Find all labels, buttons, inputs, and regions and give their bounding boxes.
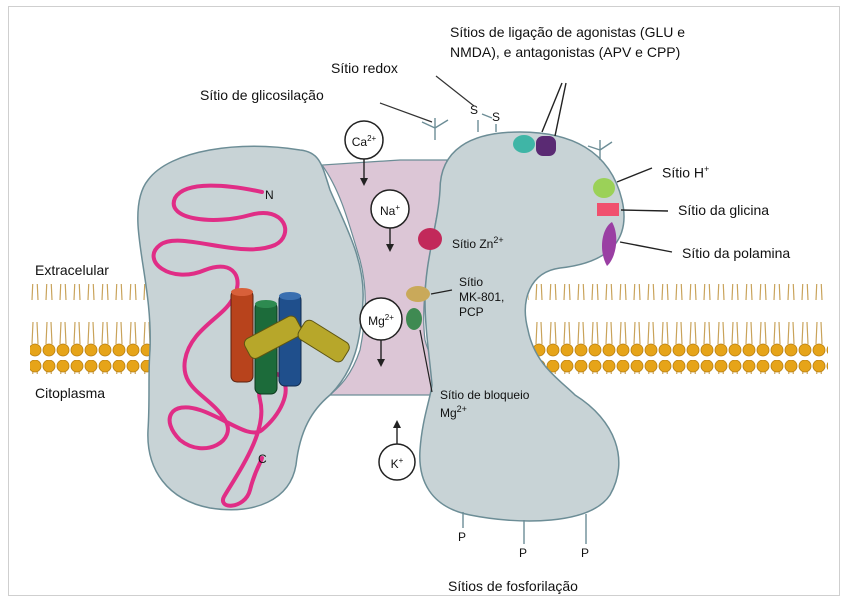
agonist-pointer-1 [542, 83, 562, 132]
zn-site-label: Sítio Zn2+ [452, 233, 504, 251]
k-ion-label: K+ [378, 454, 416, 471]
sulfur-right: S [492, 110, 500, 124]
polyamine-pointer [620, 242, 672, 252]
mk801-label-line3: PCP [459, 305, 484, 319]
mg-block-site [406, 308, 422, 330]
phosphate-3: P [581, 546, 589, 560]
glycine-site [597, 203, 619, 216]
glycine-pointer [621, 210, 668, 211]
agonist-sites-label-line2: NMDA), e antagonistas (APV e CPP) [450, 44, 680, 61]
h-site-label: Sítio H+ [662, 161, 709, 182]
mk801-label-line1: Sítio [459, 275, 483, 289]
h-site-pointer [617, 168, 652, 182]
extracellular-label: Extracelular [35, 262, 109, 279]
sulfur-left: S [470, 103, 478, 117]
na-ion-label: Na+ [371, 201, 409, 218]
redox-label: Sítio redox [331, 60, 398, 77]
mg-block-label-line2: Mg2+ [440, 402, 467, 420]
glycosylation-label: Sítio de glicosilação [200, 87, 324, 104]
agonist-site [513, 135, 535, 153]
glycine-label: Sítio da glicina [678, 202, 769, 219]
h-site [593, 178, 615, 198]
mg-ion-label: Mg2+ [362, 311, 400, 328]
glycosylation-pointer [380, 103, 432, 122]
membrane-right [528, 284, 828, 374]
c-terminus-label: C [258, 452, 267, 466]
n-terminus-label: N [265, 188, 274, 202]
agonist-pointer-2 [555, 83, 566, 136]
redox-pointer [436, 76, 474, 106]
cytoplasm-label: Citoplasma [35, 385, 105, 402]
agonist-sites-label-line1: Sítios de ligação de agonistas (GLU e [450, 24, 685, 41]
mk801-label-line2: MK-801, [459, 290, 504, 304]
antagonist-site [536, 136, 556, 156]
mk801-site [406, 286, 430, 302]
phosphate-2: P [519, 546, 527, 560]
mg-block-label-line1: Sítio de bloqueio [440, 388, 529, 402]
phosphorylation-label: Sítios de fosforilação [448, 578, 578, 595]
ca-ion-label: Ca2+ [345, 132, 383, 149]
phosphate-1: P [458, 530, 466, 544]
polyamine-label: Sítio da polamina [682, 245, 790, 262]
zn-site [418, 228, 442, 250]
helix-orange [231, 290, 253, 382]
